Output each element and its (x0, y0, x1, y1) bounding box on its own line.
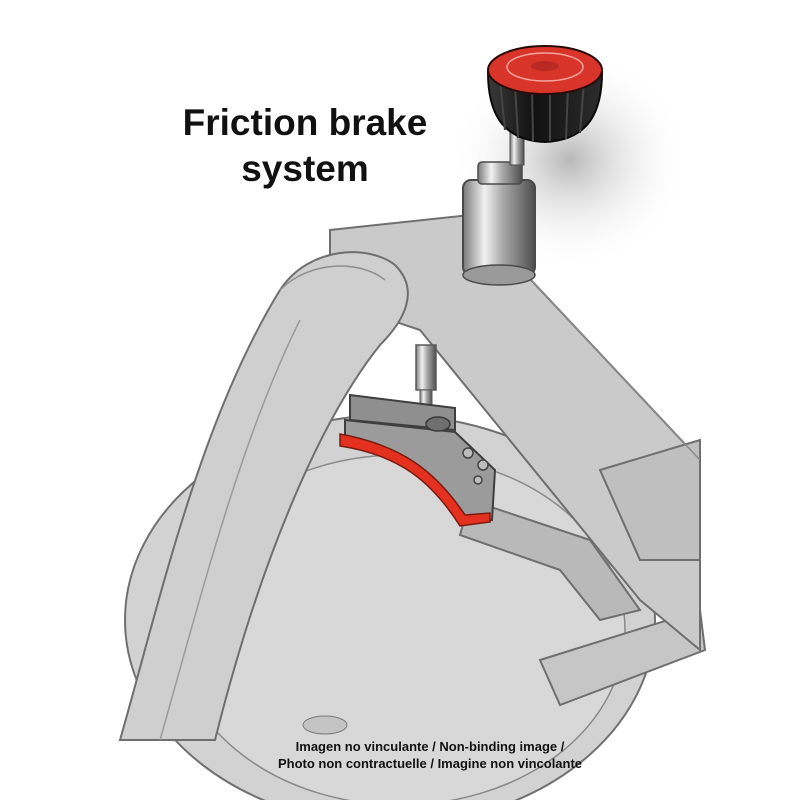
title-line-2: system (241, 148, 369, 189)
brake-pad (339, 433, 491, 527)
knob-stem (462, 129, 536, 286)
page-title: Friction brake system (150, 100, 460, 192)
caption-line-1: Imagen no vinculante / Non-binding image… (295, 739, 565, 754)
tension-knob-icon (486, 45, 604, 144)
disclaimer-caption: Imagen no vinculante / Non-binding image… (200, 738, 660, 772)
fork-tube (118, 251, 409, 741)
caption-line-2: Photo non contractuelle / Imagine non vi… (277, 756, 583, 771)
title-line-1: Friction brake (182, 102, 428, 143)
